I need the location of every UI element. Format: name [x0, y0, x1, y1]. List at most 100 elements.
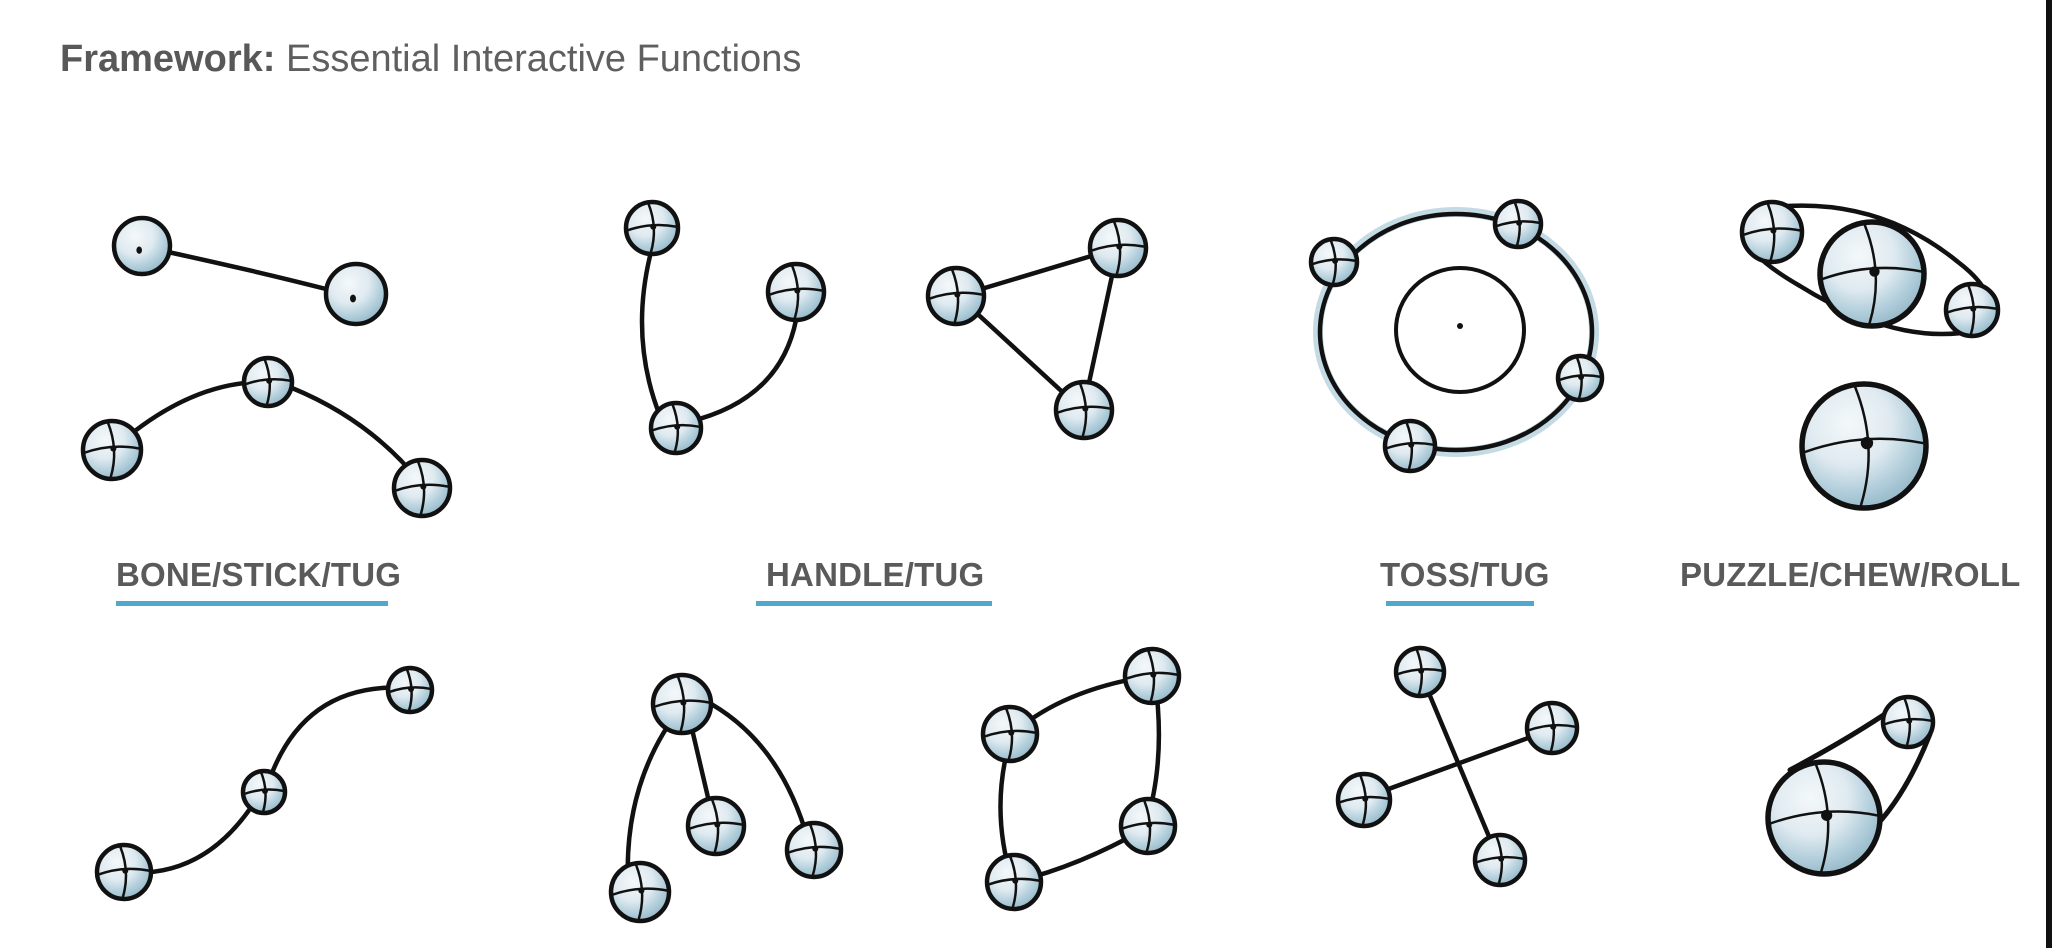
ball-center-dot [1332, 257, 1339, 264]
category-label-toss-tug: TOSS/TUG [1380, 556, 1550, 593]
category-label-handle-tug: HANDLE/TUG [766, 556, 985, 593]
ball-center-dot [1821, 809, 1833, 821]
category-label-puzzle-chew-roll: PUZZLE/CHEW/ROLL [1680, 556, 2021, 593]
ball-center-dot [420, 483, 427, 490]
ball-node [111, 215, 173, 277]
ball-node [241, 355, 295, 409]
ball-node [1492, 198, 1544, 250]
ball-center-dot [680, 699, 687, 706]
page-edge-border [2046, 0, 2052, 948]
ball-center-dot [650, 223, 657, 230]
u-handle-toy [623, 199, 827, 456]
page-title: Framework: Essential Interactive Functio… [60, 38, 801, 81]
ball-center-dot [1578, 373, 1585, 380]
ball-node [1524, 700, 1580, 756]
ball-center-dot [638, 887, 645, 894]
ball-center-dot [136, 246, 142, 254]
ball-center-dot [261, 788, 268, 795]
ball-node [1817, 219, 1927, 329]
ball-center-dot [954, 291, 961, 298]
ball-center-dot [1498, 855, 1505, 862]
ball-node [925, 265, 987, 327]
ball-node [784, 820, 844, 880]
cross-toss-toy [1335, 645, 1580, 888]
ball-node [623, 199, 681, 257]
connector-line [165, 249, 333, 293]
ball-center-dot [1869, 266, 1880, 277]
ball-center-dot [110, 445, 117, 452]
ball-center-dot [1116, 243, 1123, 250]
puzzle-ball-toy [1799, 381, 1929, 511]
ball-center-dot [1418, 667, 1425, 674]
ball-node [1087, 217, 1149, 279]
stick-toy-three-ball-arc [80, 355, 453, 519]
ball-center-dot [1012, 877, 1019, 884]
ball-node [1472, 832, 1528, 888]
ball-center-dot [1082, 405, 1089, 412]
title-rest: Essential Interactive Functions [285, 38, 802, 80]
ball-center-dot [1516, 219, 1523, 226]
ball-node [608, 860, 672, 924]
ball-center-dot [408, 685, 415, 692]
category-label-bone-stick-tug: BONE/STICK/TUG [116, 556, 402, 593]
ball-node [94, 842, 154, 902]
ball-node [1122, 646, 1182, 706]
s-curve-stick-toy [94, 665, 435, 902]
ball-node [240, 768, 288, 816]
ball-node [1308, 236, 1360, 288]
ball-center-dot [1146, 821, 1153, 828]
ball-node [80, 418, 144, 482]
ball-center-dot [1906, 717, 1913, 724]
ball-node [1382, 418, 1438, 474]
connector-line [263, 685, 413, 793]
title-bold: Framework: [60, 38, 276, 80]
ball-center-dot [812, 845, 819, 852]
triangle-handle-toy [925, 217, 1149, 441]
category-underline-toss [1386, 601, 1534, 606]
ball-center-dot [1550, 723, 1557, 730]
ball-node [1335, 771, 1393, 829]
ball-node [650, 672, 714, 736]
connector-line [1361, 727, 1553, 801]
category-underline-bone [116, 601, 388, 606]
ball-node [1739, 199, 1805, 265]
ball-center-dot [1860, 436, 1874, 450]
ball-node [1118, 796, 1178, 856]
puzzle-bar-toy [1739, 199, 2001, 339]
ball-node [1555, 353, 1605, 403]
ball-center-dot [1970, 305, 1977, 312]
ball-center-dot [1770, 227, 1777, 234]
ball-center-dot [674, 423, 681, 430]
branched-handle-toy [608, 672, 844, 924]
ring-toss-toy [1308, 198, 1605, 474]
ball-node [1880, 694, 1936, 750]
ball-node [1943, 281, 2001, 339]
connector-line [639, 253, 663, 419]
ball-node [323, 261, 389, 327]
ball-node [1765, 759, 1883, 877]
ball-outline [323, 261, 389, 327]
ball-node [980, 704, 1040, 764]
bone-toy-two-ball [111, 215, 389, 327]
connector-line [685, 317, 799, 425]
ball-center-dot [1408, 441, 1415, 448]
tethered-chew-toy [1765, 694, 1936, 877]
ball-node [1393, 645, 1447, 699]
ball-node [1053, 379, 1115, 441]
ball-outline [111, 215, 173, 277]
ball-center-dot [1362, 795, 1369, 802]
ball-center-dot [266, 377, 273, 384]
ball-node [648, 400, 704, 456]
ball-node [685, 795, 747, 857]
ball-center-dot [714, 821, 721, 828]
ring-inner [1394, 266, 1526, 394]
ball-center-dot [1008, 729, 1015, 736]
ball-center-dot [1150, 671, 1157, 678]
category-underline-handle [756, 601, 992, 606]
ball-center-dot [350, 294, 356, 303]
ball-node [765, 261, 827, 323]
ball-center-dot [122, 867, 129, 874]
ball-node [391, 457, 453, 519]
ring-outer [1317, 211, 1595, 453]
